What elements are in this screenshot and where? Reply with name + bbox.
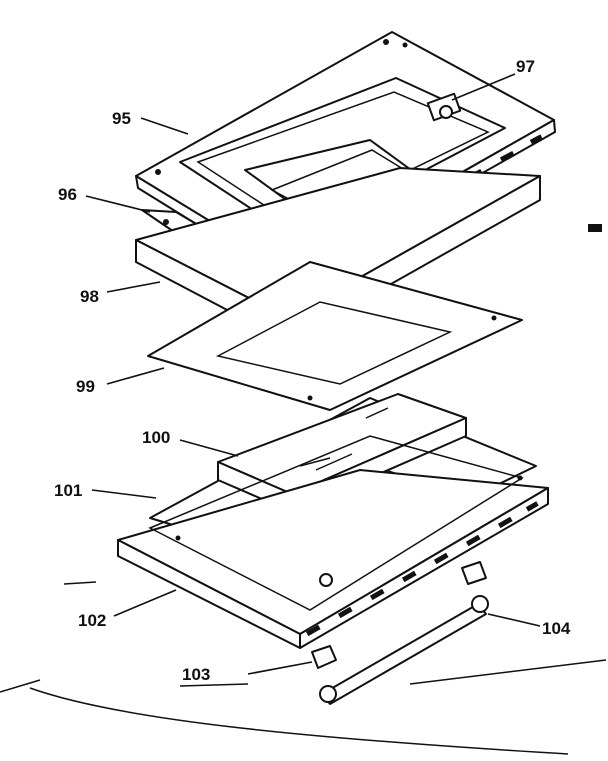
door-slots — [305, 501, 539, 637]
leader-lines — [0, 73, 607, 755]
callout-97: 97 — [516, 57, 535, 76]
part-98-insulation-block — [135, 167, 541, 343]
callout-101: 101 — [54, 481, 82, 500]
callout-95: 95 — [112, 109, 131, 128]
callout-98: 98 — [80, 287, 99, 306]
callout-103: 103 — [182, 665, 210, 684]
callout-100: 100 — [142, 428, 170, 447]
part-97-latch — [426, 92, 462, 122]
part-104-handle — [319, 595, 489, 705]
callout-96: 96 — [58, 185, 77, 204]
callout-labels: 95 96 97 98 99 100 101 102 103 104 — [54, 57, 571, 684]
part-102-inner-door — [117, 435, 549, 649]
callout-102: 102 — [78, 611, 106, 630]
part-99-panel — [147, 261, 523, 411]
callout-104: 104 — [542, 619, 571, 638]
callout-99: 99 — [76, 377, 95, 396]
part-103-bumper — [311, 561, 487, 669]
